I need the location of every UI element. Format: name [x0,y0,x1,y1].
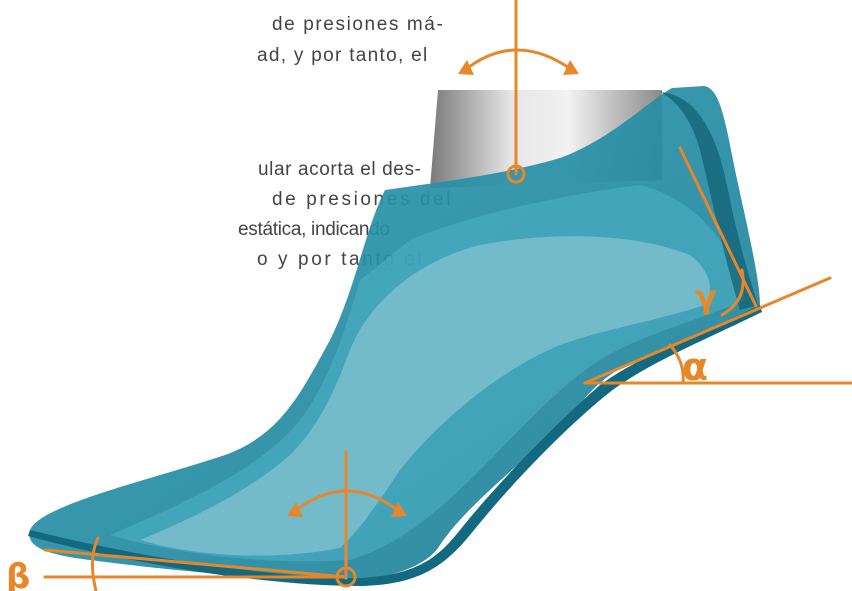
ankle-arrow-left [458,60,474,75]
ankle-rotation-arc [465,50,572,70]
beta-label: β [6,557,30,591]
gamma-label: γ [695,278,717,316]
ankle-arrow-right [563,60,579,75]
alpha-label: α [682,345,708,389]
